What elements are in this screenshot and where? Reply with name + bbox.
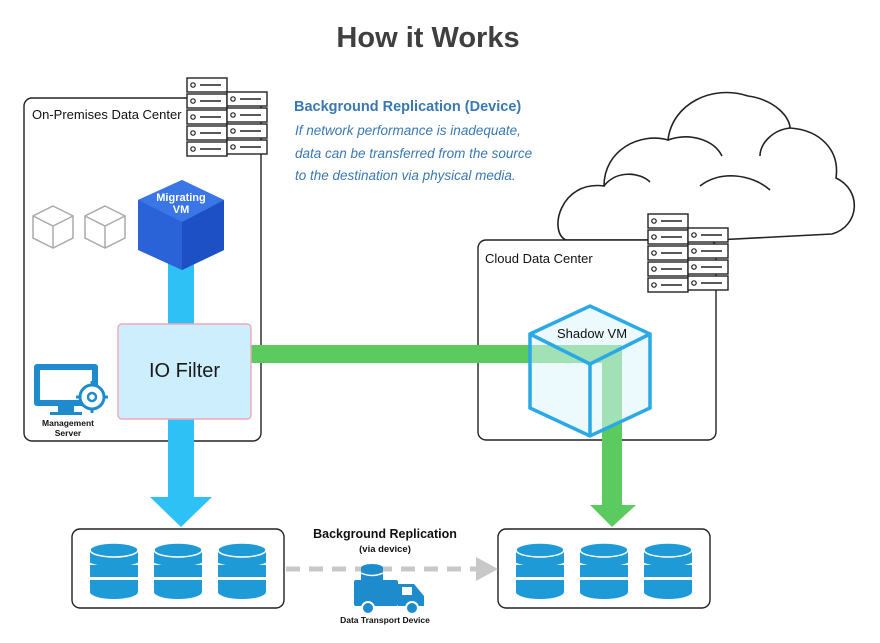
truck-icon [354,564,424,615]
replication-title: Background Replication [313,527,457,541]
migrating-vm-line2: VM [172,204,190,216]
migrating-vm-cube [138,180,224,270]
vm-cube-icon [84,205,126,249]
database-icon [217,542,267,600]
transport-device-label: Data Transport Device [340,615,430,625]
io-filter-box [117,323,252,420]
note-line: If network performance is inadequate, [295,123,521,138]
green-connector [250,345,608,363]
note-title: Background Replication (Device) [294,99,522,115]
shadow-vm-cube [528,304,652,438]
database-icon [515,542,565,600]
on-prem-label: On-Premises Data Center [32,107,182,122]
database-icon [153,542,203,600]
database-icon [579,542,629,600]
management-line2: Server [54,428,82,438]
cloud-shape [557,91,856,241]
shadow-vm-label: Shadow VM [556,326,628,341]
green-arrow-head [590,505,636,527]
note-line: data can be transferred from the source [295,146,533,161]
cloud-label: Cloud Data Center [485,251,593,266]
management-line1: Management [42,418,94,428]
migrating-vm-line1: Migrating [156,192,206,204]
management-server-label: Management Server [26,418,110,438]
database-icon [643,542,693,600]
replication-arrow-head [476,557,498,581]
management-server-icon [34,364,108,415]
migrating-vm-label: Migrating VM [144,192,218,216]
database-icon [89,542,139,600]
io-filter-label: IO Filter [148,360,221,382]
blue-arrow-head [150,497,212,527]
replication-subtitle: (via device) [359,544,411,555]
vm-cube-icon [32,205,74,249]
server-rack-icon [186,77,268,157]
page-title: How it Works [336,22,520,54]
note-line: to the destination via physical media. [295,168,516,183]
